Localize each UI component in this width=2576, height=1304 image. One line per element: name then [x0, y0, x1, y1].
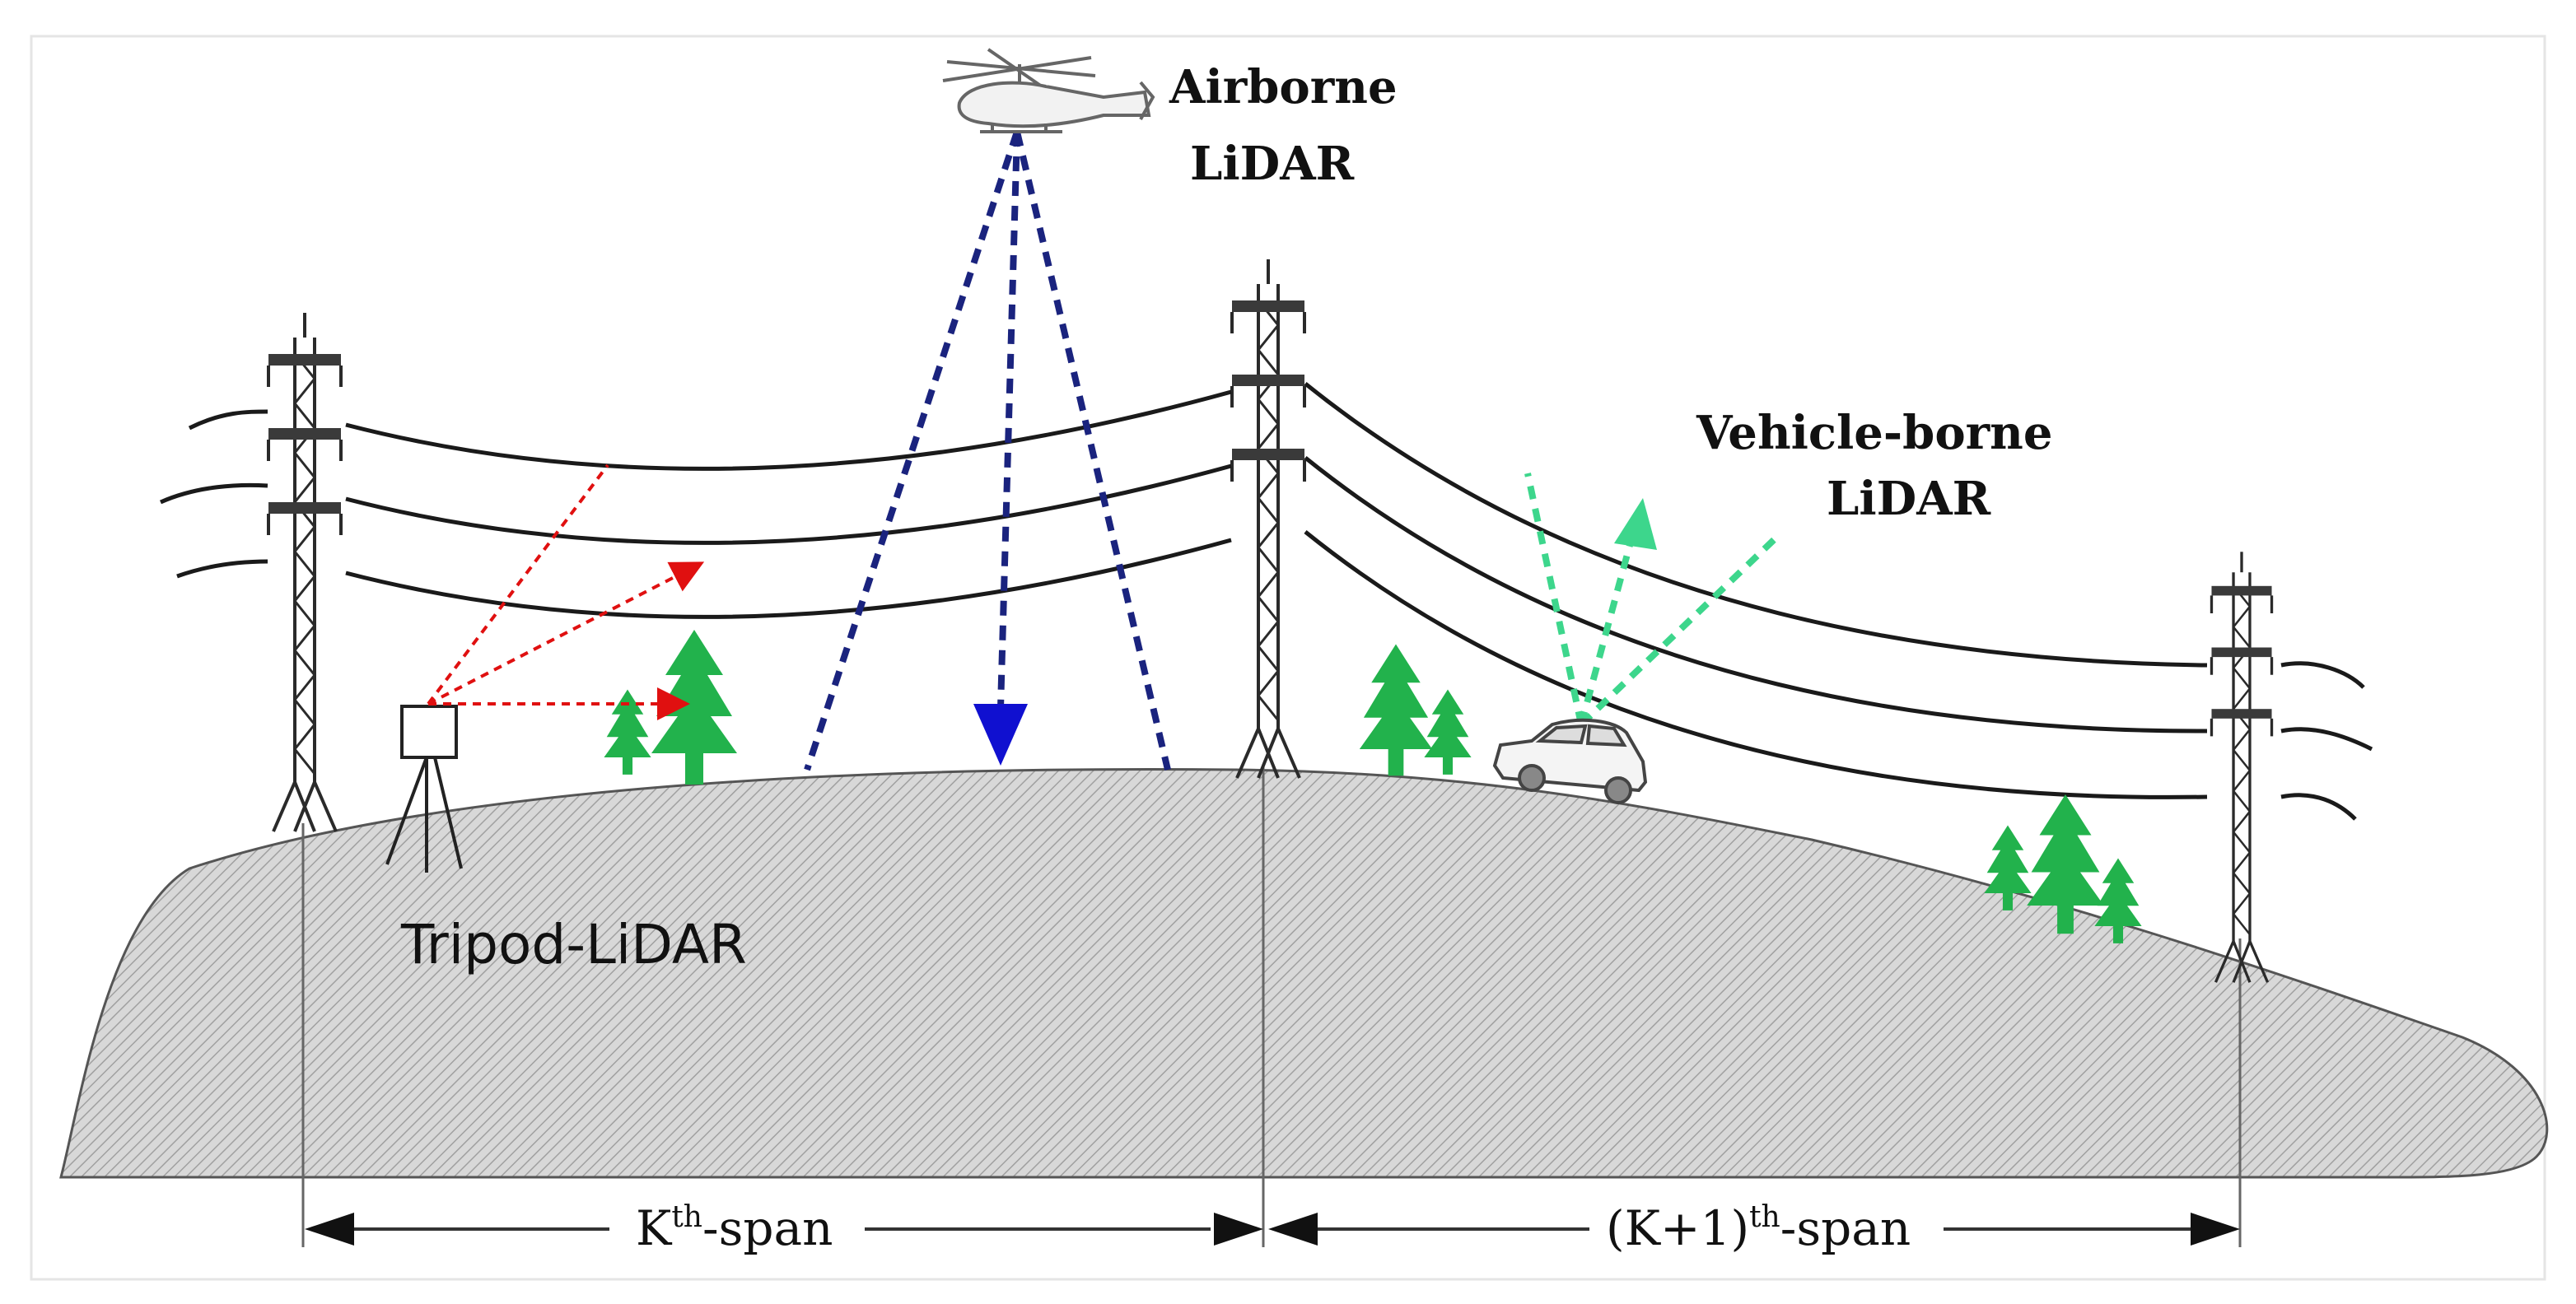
vehicle-label-2: LiDAR: [1827, 472, 1991, 526]
airborne-label-2: LiDAR: [1190, 137, 1355, 191]
tower-left: [267, 311, 343, 833]
helicopter-icon: [942, 48, 1155, 133]
vehicle-beams: [1524, 473, 1781, 727]
span-k1-tail: -span: [1780, 1200, 1911, 1256]
span-k1-sup: th: [1749, 1200, 1780, 1234]
tower-middle: [1230, 258, 1306, 780]
tower-right: [2210, 550, 2274, 984]
terrain: [59, 767, 2549, 1179]
span-k1-base: (K+1): [1606, 1200, 1749, 1256]
airborne-label: Airborne: [1169, 60, 1398, 114]
vehicle-label: Vehicle-borne: [1696, 406, 2053, 460]
span-k-sup: th: [671, 1200, 702, 1234]
tree-icon: [1359, 644, 1433, 776]
span-k1-label: (K+1)th-span: [1606, 1200, 1911, 1256]
tripod-scanner-icon: [385, 705, 463, 873]
conductors-span-2: [1304, 382, 2373, 821]
span-k-dimension: [305, 1213, 1263, 1246]
tree-icon: [1424, 689, 1472, 775]
airborne-beams: [804, 130, 1171, 771]
tripod-label: Tripod-LiDAR: [400, 913, 747, 976]
airborne-arrow: [973, 704, 1028, 766]
span-k1-dimension: [1268, 1213, 2240, 1246]
span-k-tail: -span: [702, 1200, 833, 1256]
tree-icon: [651, 630, 737, 785]
span-k-base: K: [636, 1200, 673, 1256]
car-icon: [1492, 718, 1648, 804]
tripod-beams: [427, 463, 705, 720]
vehicle-arrow: [1614, 498, 1657, 550]
span-k-label: Kth-span: [636, 1200, 833, 1256]
